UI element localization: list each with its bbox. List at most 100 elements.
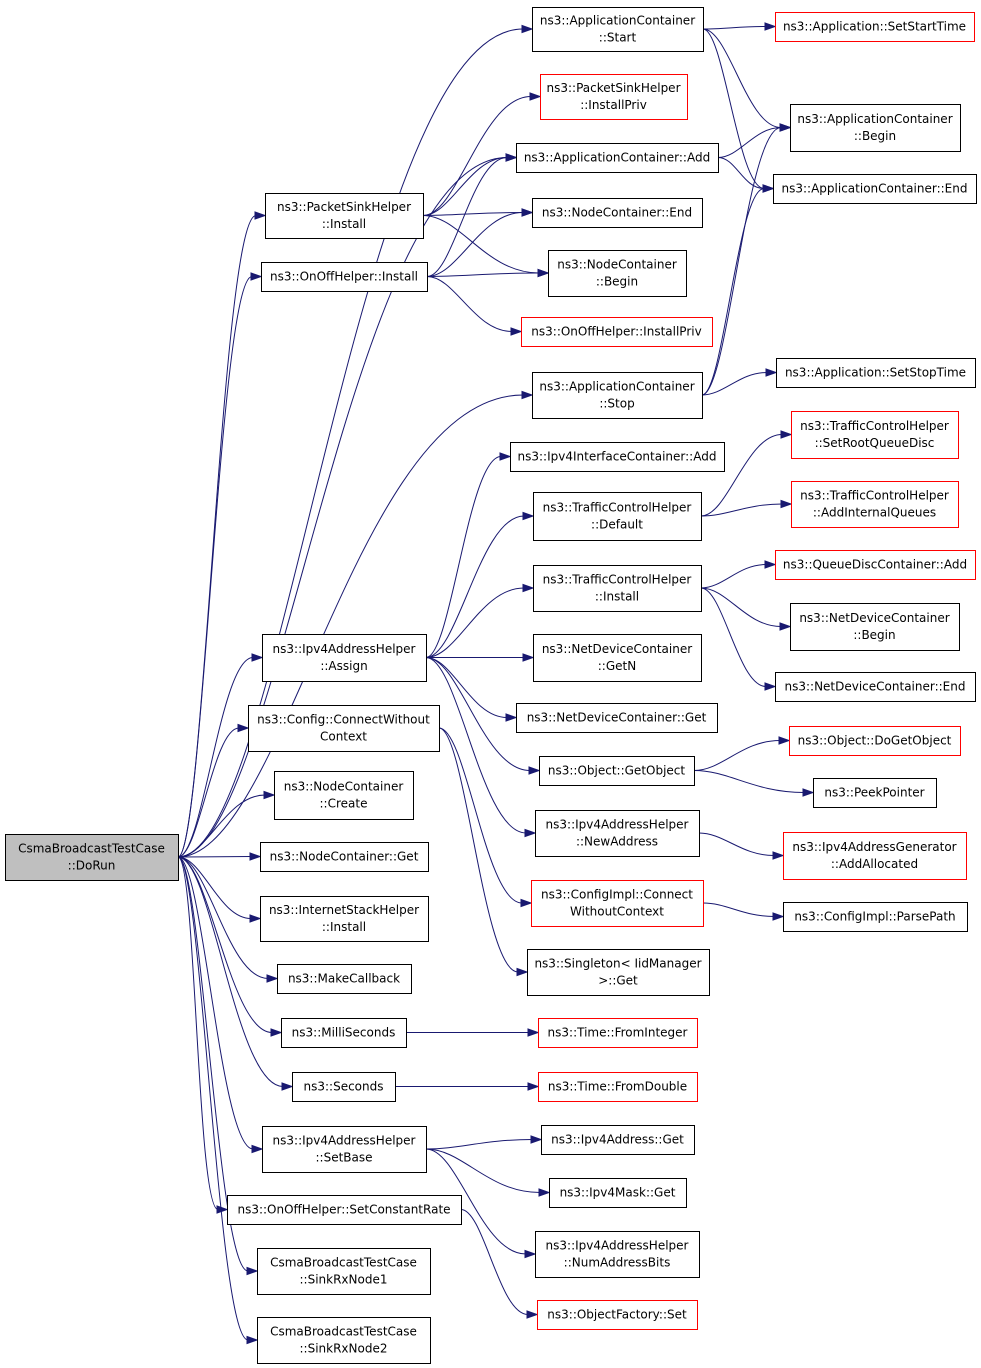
node-peekpointer[interactable]: ns3::PeekPointer	[813, 778, 937, 808]
node-label: ::Install	[322, 217, 366, 231]
node-millis[interactable]: ns3::MilliSeconds	[281, 1018, 407, 1048]
arrowhead	[270, 1028, 283, 1037]
node-ndc-begin[interactable]: ns3::NetDeviceContainer::Begin	[790, 603, 960, 651]
node-ipv4mask-get[interactable]: ns3::Ipv4Mask::Get	[549, 1178, 687, 1208]
node-singleton-get[interactable]: ns3::Singleton< IidManager>::Get	[527, 949, 710, 996]
node-sink2[interactable]: CsmaBroadcastTestCase::SinkRxNode2	[257, 1317, 431, 1364]
edge-root-to-millis	[177, 856, 283, 1037]
edge-ac-start-to-ac-begin	[702, 28, 792, 132]
node-ac-start[interactable]: ns3::ApplicationContainer::Start	[532, 7, 704, 52]
node-tch-addinternal[interactable]: ns3::TrafficControlHelper::AddInternalQu…	[791, 481, 959, 528]
node-ac-end[interactable]: ns3::ApplicationContainer::End	[773, 174, 977, 204]
edge-tch-install-to-qdc-add	[700, 560, 777, 589]
node-label: ns3::ApplicationContainer::End	[782, 182, 968, 196]
node-ipv4ic-add[interactable]: ns3::Ipv4InterfaceContainer::Add	[510, 442, 725, 472]
edge-line	[177, 856, 249, 1272]
arrowhead	[263, 790, 276, 800]
node-label: ns3::OnOffHelper::Install	[270, 270, 418, 284]
node-ipv4ah-numbits[interactable]: ns3::Ipv4AddressHelper::NumAddressBits	[535, 1231, 700, 1278]
arrowhead	[516, 967, 529, 977]
node-ndc-get[interactable]: ns3::NetDeviceContainer::Get	[516, 703, 718, 733]
node-psh-installpriv[interactable]: ns3::PacketSinkHelper::InstallPriv	[540, 74, 688, 120]
node-makecallback[interactable]: ns3::MakeCallback	[277, 964, 412, 994]
node-label: ns3::NetDeviceContainer	[542, 642, 692, 656]
arrowhead	[246, 1335, 259, 1345]
node-ndc-end[interactable]: ns3::NetDeviceContainer::End	[775, 672, 976, 702]
edge-onoff-install-to-ac-add	[426, 153, 518, 277]
arrowhead	[520, 898, 533, 908]
node-ipv4ah-setbase[interactable]: ns3::Ipv4AddressHelper::SetBase	[262, 1126, 427, 1173]
node-obj-get[interactable]: ns3::Object::GetObject	[539, 756, 695, 786]
node-qdc-add[interactable]: ns3::QueueDiscContainer::Add	[775, 550, 976, 580]
node-obj-doget[interactable]: ns3::Object::DoGetObject	[789, 726, 961, 756]
edge-ac-start-to-app-setstart	[702, 22, 777, 31]
edge-line	[702, 26, 767, 30]
edge-line	[177, 157, 508, 858]
node-label: CsmaBroadcastTestCase	[270, 1325, 417, 1339]
node-objfactory-set[interactable]: ns3::ObjectFactory::Set	[537, 1300, 698, 1330]
node-configimpl-parse[interactable]: ns3::ConfigImpl::ParsePath	[783, 902, 968, 932]
node-box	[775, 550, 976, 580]
node-app-setstart[interactable]: ns3::Application::SetStartTime	[775, 12, 975, 42]
node-ipv4addr-get[interactable]: ns3::Ipv4Address::Get	[541, 1125, 695, 1155]
arrowhead	[530, 1135, 543, 1144]
node-root[interactable]: CsmaBroadcastTestCase::DoRun	[5, 834, 179, 881]
edge-line	[177, 856, 249, 1341]
edge-root-to-onoff-install	[177, 272, 263, 858]
node-onoff-installpriv[interactable]: ns3::OnOffHelper::InstallPriv	[521, 317, 713, 347]
node-nc-create[interactable]: ns3::NodeContainer::Create	[274, 771, 414, 820]
node-ndc-getn[interactable]: ns3::NetDeviceContainer::GetN	[533, 634, 702, 682]
node-label: CsmaBroadcastTestCase	[18, 842, 165, 856]
edge-line	[425, 1139, 533, 1150]
arrowhead	[779, 622, 792, 631]
node-app-setstop[interactable]: ns3::Application::SetStopTime	[776, 358, 976, 388]
edge-line	[700, 564, 767, 589]
node-label: ns3::TrafficControlHelper	[800, 419, 949, 433]
node-label: ::NewAddress	[576, 835, 658, 849]
node-tch-install[interactable]: ns3::TrafficControlHelper::Install	[533, 565, 702, 612]
edge-root-to-sink2	[177, 856, 259, 1345]
node-onoff-setrate[interactable]: ns3::OnOffHelper::SetConstantRate	[227, 1195, 462, 1225]
node-psh-install[interactable]: ns3::PacketSinkHelper::Install	[265, 193, 424, 239]
node-label: ns3::Ipv4AddressHelper	[273, 642, 416, 656]
node-nc-end[interactable]: ns3::NodeContainer::End	[532, 198, 703, 228]
node-ac-add[interactable]: ns3::ApplicationContainer::Add	[516, 143, 719, 173]
node-ac-stop[interactable]: ns3::ApplicationContainer::Stop	[532, 372, 703, 419]
arrowhead	[281, 1082, 294, 1091]
node-box	[262, 634, 427, 682]
edge-line	[422, 215, 540, 274]
edge-ipv4ah-assign-to-tch-default	[425, 511, 535, 658]
edge-line	[460, 1209, 529, 1315]
node-ish-install[interactable]: ns3::InternetStackHelper::Install	[260, 896, 429, 942]
node-box	[790, 104, 961, 152]
edge-line	[177, 276, 253, 858]
node-nc-begin[interactable]: ns3::NodeContainer::Begin	[548, 250, 687, 297]
node-ipv4ah-newaddr[interactable]: ns3::Ipv4AddressHelper::NewAddress	[535, 810, 700, 857]
arrowhead	[505, 713, 518, 722]
node-ac-begin[interactable]: ns3::ApplicationContainer::Begin	[790, 104, 961, 152]
node-onoff-install[interactable]: ns3::OnOffHelper::Install	[261, 262, 428, 292]
node-seconds[interactable]: ns3::Seconds	[292, 1072, 396, 1102]
node-label: ns3::ConfigImpl::ParsePath	[794, 910, 955, 924]
node-time-fromdouble[interactable]: ns3::Time::FromDouble	[538, 1072, 698, 1102]
node-sink1[interactable]: CsmaBroadcastTestCase::SinkRxNode1	[257, 1248, 431, 1295]
arrowhead	[802, 788, 815, 797]
edge-ipv4ah-assign-to-obj-get	[425, 657, 541, 775]
edge-line	[425, 1148, 541, 1193]
edge-line	[425, 1148, 527, 1255]
node-nc-get[interactable]: ns3::NodeContainer::Get	[260, 842, 429, 872]
node-time-fromint[interactable]: ns3::Time::FromInteger	[538, 1018, 698, 1048]
edge-line	[177, 856, 273, 1033]
node-ipv4ag-addalloc[interactable]: ns3::Ipv4AddressGenerator::AddAllocated	[783, 832, 967, 880]
node-ipv4ah-assign[interactable]: ns3::Ipv4AddressHelper::Assign	[262, 634, 427, 682]
edge-line	[717, 157, 765, 189]
node-tch-default[interactable]: ns3::TrafficControlHelper::Default	[533, 492, 702, 541]
node-label: ns3::ApplicationContainer	[797, 112, 952, 126]
edge-ac-stop-to-ac-begin	[701, 123, 792, 396]
arrowhead	[528, 766, 541, 775]
node-label: ::Create	[320, 797, 368, 811]
edge-line	[425, 515, 525, 658]
node-tch-setroot[interactable]: ns3::TrafficControlHelper::SetRootQueueD…	[791, 411, 959, 459]
